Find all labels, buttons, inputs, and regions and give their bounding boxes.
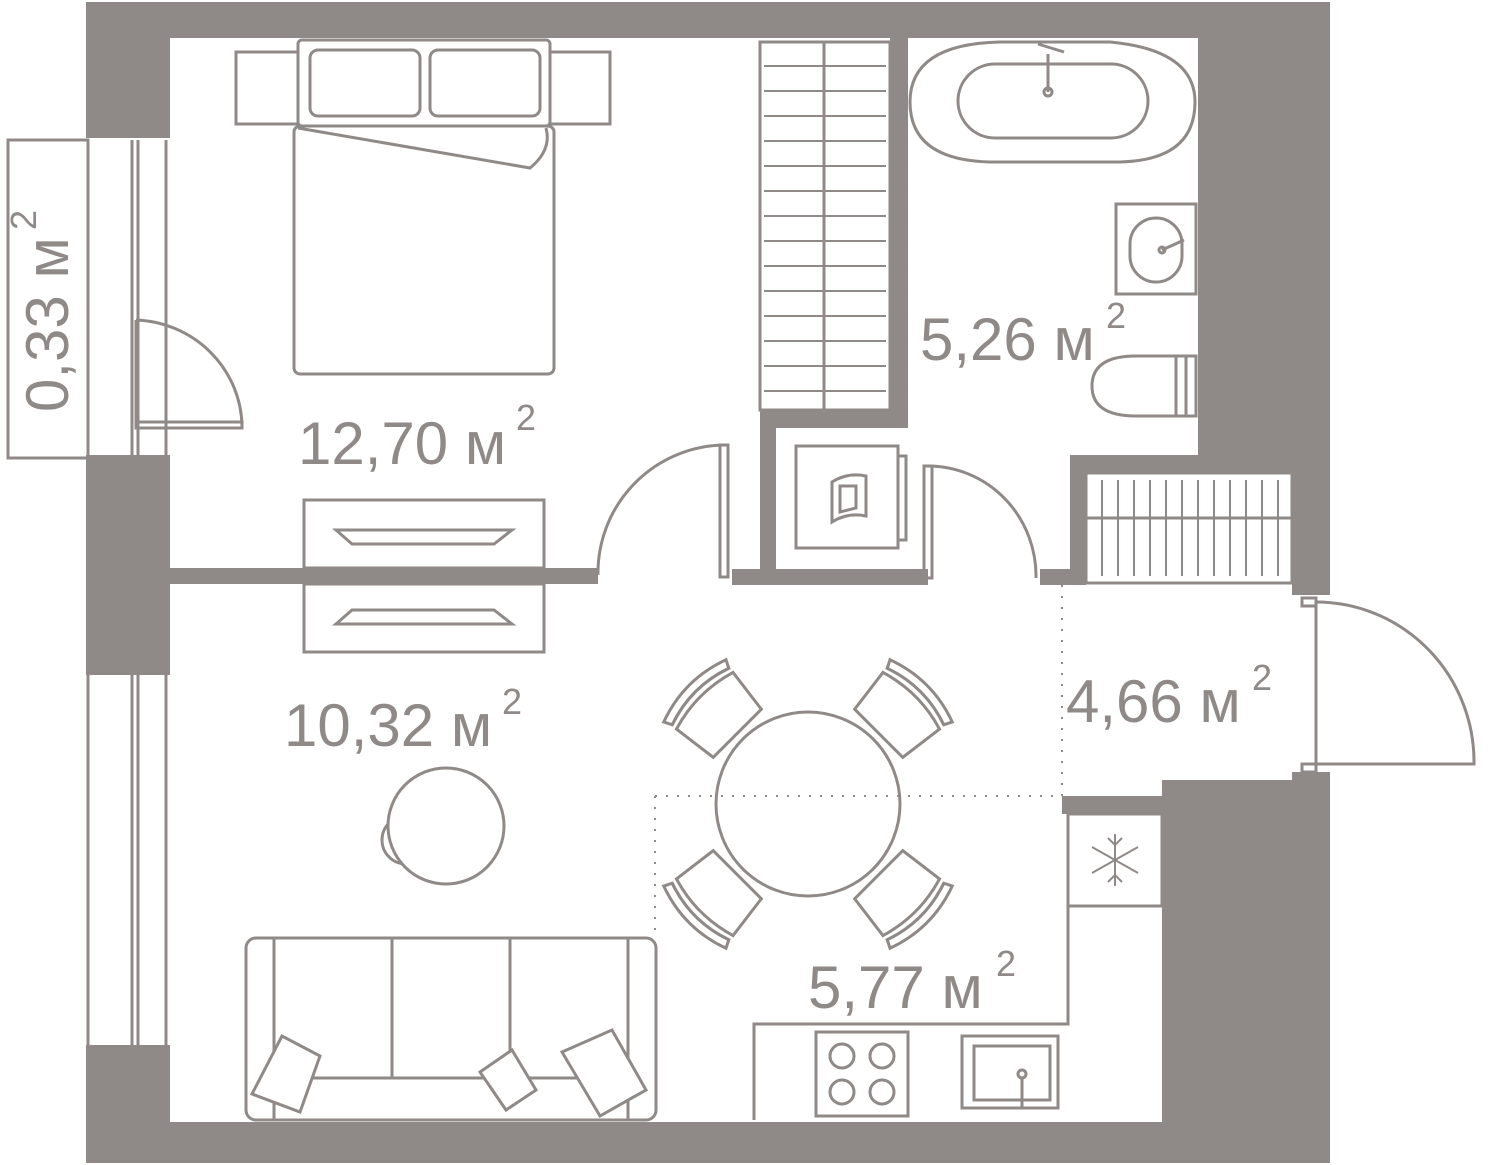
chair: [852, 848, 955, 951]
area-sup: 2: [1106, 295, 1126, 336]
area-balcony: 0,33 м 2: [3, 210, 81, 412]
area-sup: 2: [502, 681, 522, 722]
dresser-icon: [302, 498, 546, 654]
area-living: 10,32 м 2: [284, 681, 522, 759]
area-sup: 2: [996, 943, 1016, 984]
area-sup: 2: [516, 397, 536, 438]
chair: [661, 657, 764, 760]
sofa-icon: [244, 936, 658, 1122]
snowflake-icon: [1091, 834, 1139, 886]
area-value: 5,26 м: [920, 306, 1095, 373]
area-value: 5,77 м: [808, 954, 983, 1021]
chair: [661, 848, 764, 951]
dining-table-icon: [714, 710, 902, 898]
area-bedroom: 12,70 м 2: [298, 397, 536, 477]
window-icon: [86, 675, 168, 1045]
side-table-icon: [380, 766, 506, 886]
area-kitchen: 5,77 м 2: [808, 943, 1016, 1021]
sink-icon: [1114, 202, 1198, 296]
fridge-icon: [1066, 812, 1164, 908]
kitchen-sink-icon: [960, 1034, 1060, 1110]
area-bathroom: 5,26 м 2: [920, 295, 1126, 373]
walls: [86, 2, 1330, 1163]
area-hallway: 4,66 м 2: [1066, 657, 1272, 735]
toilet-icon: [1090, 354, 1198, 418]
closet-icon: [1084, 471, 1294, 585]
area-sup: 2: [3, 210, 44, 230]
area-value: 10,32 м: [284, 692, 492, 759]
stove-icon: [814, 1030, 910, 1118]
bathtub-icon: [908, 40, 1197, 164]
area-value: 12,70 м: [298, 410, 506, 477]
washing-machine-icon: [794, 444, 908, 550]
wardrobe-icon: [758, 40, 892, 412]
area-value: 4,66 м: [1066, 668, 1241, 735]
armchair-icon: [661, 657, 955, 951]
balcony: [6, 138, 168, 460]
area-value: 0,33 м: [14, 237, 81, 412]
bed-icon: [234, 38, 612, 376]
zone-divider: [654, 585, 1063, 935]
area-sup: 2: [1252, 657, 1272, 698]
kitchen-counter: [752, 906, 1070, 1120]
chair: [852, 657, 955, 760]
door-icon: [134, 318, 1476, 774]
